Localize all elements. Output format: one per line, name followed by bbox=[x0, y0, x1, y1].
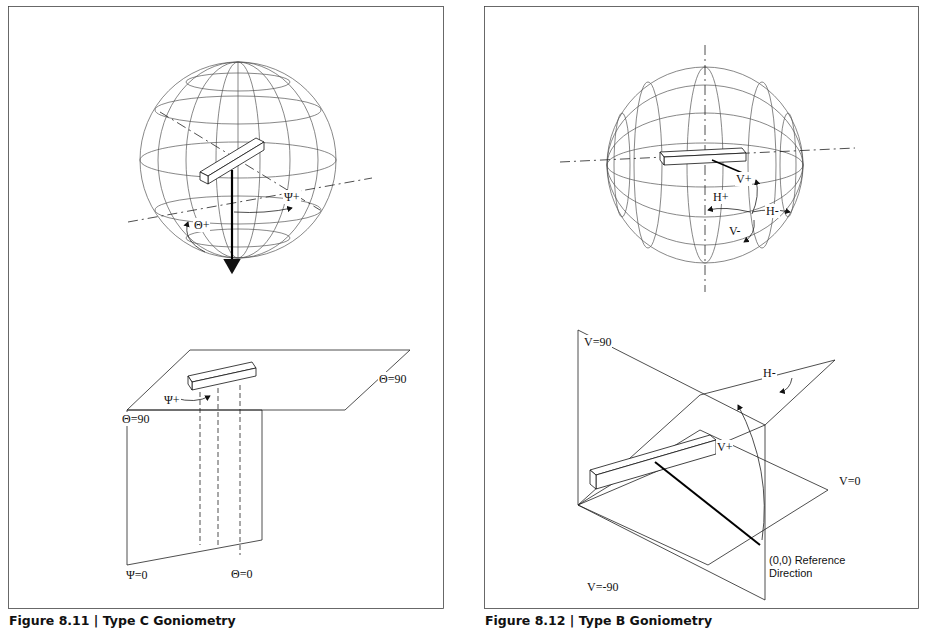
angle-label: V+ bbox=[716, 440, 733, 454]
psi-label: Ψ+ bbox=[283, 190, 301, 204]
plane-label: V=90 bbox=[583, 335, 612, 349]
plane-label: Θ=90 bbox=[378, 372, 407, 386]
angle-label: H+ bbox=[712, 190, 729, 204]
angle-label: H- bbox=[765, 204, 780, 218]
psi-label: Ψ+ bbox=[163, 393, 181, 407]
plane-label: Θ=90 bbox=[121, 412, 150, 426]
figure-caption: Figure 8.12 | Type B Goniometry bbox=[484, 614, 713, 628]
reference-label: (0,0) Reference Direction bbox=[768, 554, 848, 580]
figure-caption: Figure 8.11 | Type C Goniometry bbox=[8, 614, 237, 628]
angle-label: V+ bbox=[735, 172, 752, 186]
theta-label: Θ+ bbox=[193, 218, 210, 232]
angle-label: V- bbox=[728, 224, 742, 238]
plane-label: Θ=0 bbox=[230, 567, 253, 581]
plane-label: V=-90 bbox=[586, 580, 619, 594]
plane-label: Ψ=0 bbox=[125, 568, 149, 582]
plane-label: V=0 bbox=[838, 474, 861, 488]
angle-label: H- bbox=[762, 366, 777, 380]
